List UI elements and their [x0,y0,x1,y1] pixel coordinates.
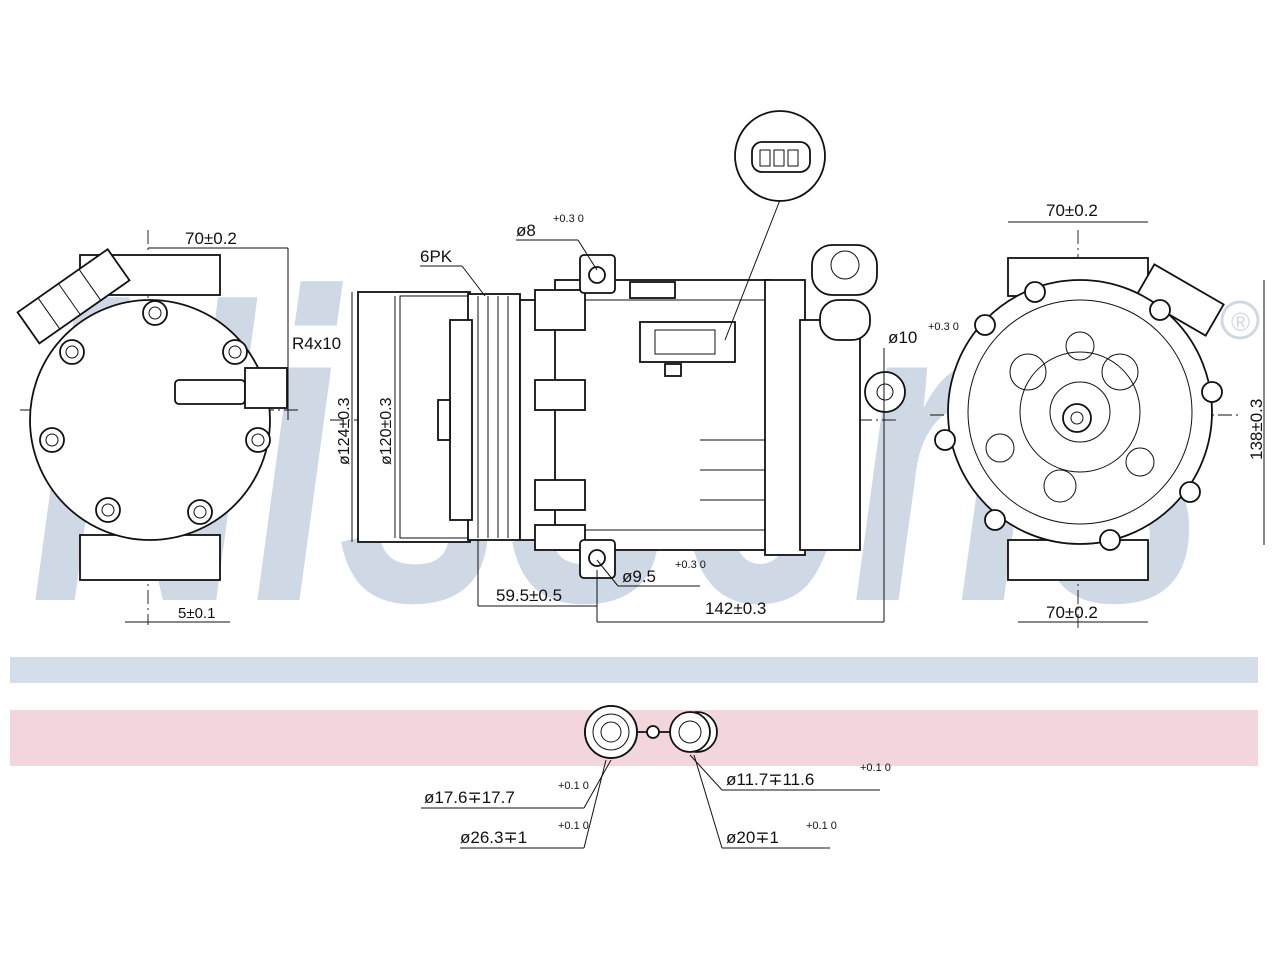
left-dim-top: 70±0.2 [185,229,237,248]
port-left-a: ø17.6∓17.7 [424,788,515,807]
pulley-label: 6PK [420,247,453,266]
port-right-b: ø20∓1 [726,828,779,847]
side-dim-inner: ø120±0.3 [378,397,395,465]
port-left-b-tol: +0.1 0 [558,820,589,832]
port-right-b-tol: +0.1 0 [806,820,837,832]
side-hole-top: ø8 [516,221,536,240]
side-hole-bottom: ø9.5 [622,567,656,586]
blue-band [10,657,1258,683]
right-dim-top: 70±0.2 [1046,201,1098,220]
side-hole-right-tol: +0.3 0 [928,321,959,333]
side-dim-length: 142±0.3 [705,599,766,618]
side-hole-right: ø10 [888,328,917,347]
left-dim-bottom: 5±0.1 [178,605,215,622]
port-detail: ø17.6∓17.7 +0.1 0 ø26.3∓1 +0.1 0 ø11.7∓1… [421,705,891,849]
side-hole-top-tol: +0.3 0 [553,213,584,225]
registered-mark-icon [1220,300,1260,340]
right-dim-bottom: 70±0.2 [1046,603,1098,622]
port-right-a: ø11.7∓11.6 [726,770,814,789]
side-view: ø124±0.3 ø120±0.3 6PK ø8 +0.3 0 ø10 +0.3… [330,110,959,623]
port-left-b: ø26.3∓1 [460,828,527,847]
left-view: 70±0.2 R4x10 5±0.1 [16,229,341,625]
port-right-a-tol: +0.1 0 [860,762,891,774]
registered-symbol: ® [1231,307,1250,337]
side-hole-bottom-tol: +0.3 0 [675,559,706,571]
right-dim-height: 138±0.3 [1247,399,1266,460]
side-dim-outer: ø124±0.3 [336,397,353,465]
right-view: 70±0.2 70±0.2 138±0.3 [930,201,1266,630]
left-thread-label: R4x10 [292,334,341,353]
side-dim-offset: 59.5±0.5 [496,586,562,605]
port-left-a-tol: +0.1 0 [558,780,589,792]
